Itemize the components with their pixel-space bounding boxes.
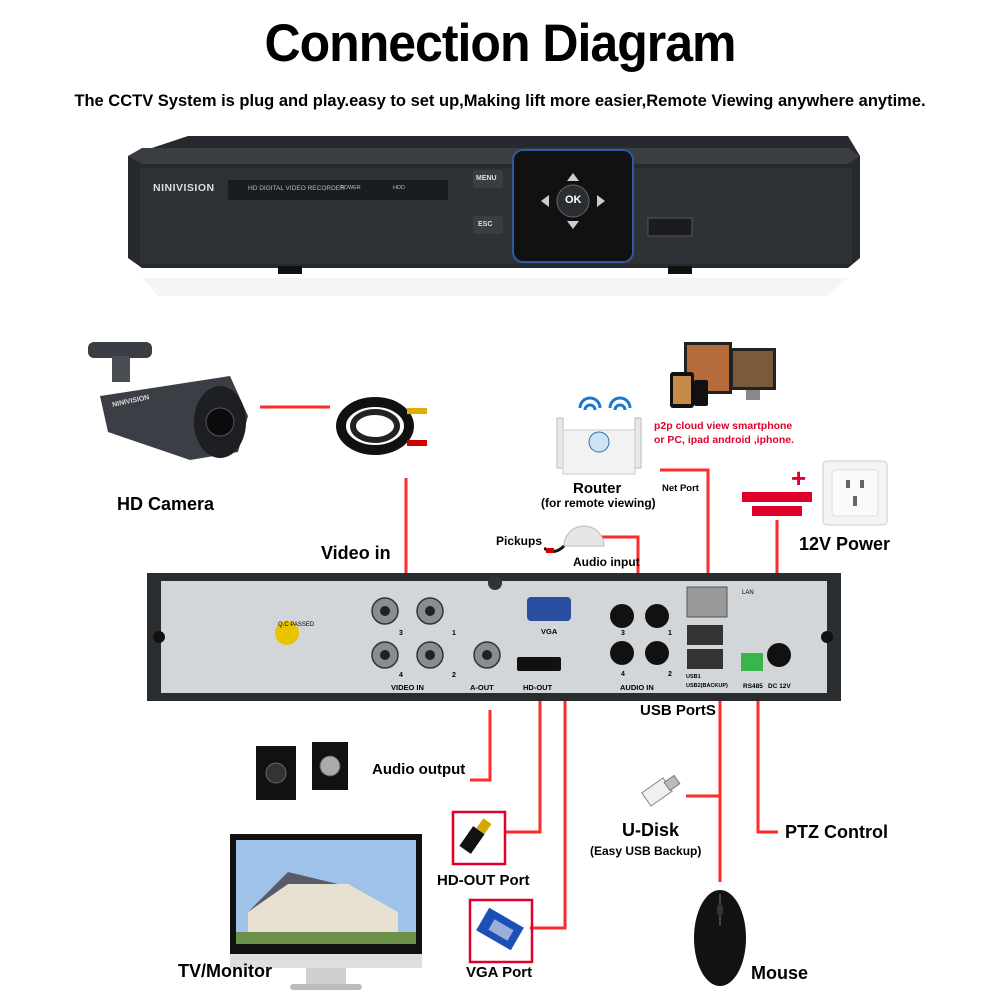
mouse-image xyxy=(694,890,746,986)
bnc-number-1: 1 xyxy=(452,630,456,637)
bnc-cable-image xyxy=(336,397,427,455)
dvr-esc-button[interactable]: ESC xyxy=(478,221,493,228)
dc-power-port-label: DC 12V xyxy=(768,683,791,690)
qc-passed-sticker: Q.C PASSED xyxy=(278,622,315,628)
dvr-ok-button[interactable]: OK xyxy=(565,194,582,206)
audio-output-label: Audio output xyxy=(372,761,466,778)
usb2-port-label: USB2(BACKUP) xyxy=(686,683,728,689)
dvr-model-label: HD DIGITAL VIDEO RECORDER xyxy=(248,185,345,192)
rs485-port-label: RS485 xyxy=(743,683,763,690)
mouse-label: Mouse xyxy=(751,963,809,983)
dvr-brand-logo: NINIVISION xyxy=(153,182,215,194)
p2p-note-line2: or PC, ipad android ,iphone. xyxy=(654,434,795,446)
ptz-control-label: PTZ Control xyxy=(785,822,888,842)
camera-label: HD Camera xyxy=(117,494,215,514)
page-subtitle: The CCTV System is plug and play.easy to… xyxy=(74,92,926,110)
rear-video-in-label: VIDEO IN xyxy=(391,683,424,692)
audio-number-1: 1 xyxy=(668,630,672,637)
dvr-front-image xyxy=(128,136,860,296)
router-image xyxy=(556,396,642,475)
dvr-hdd-indicator: HDD xyxy=(393,185,405,191)
video-in-label: Video in xyxy=(321,543,391,563)
bnc-number-3: 3 xyxy=(399,630,403,637)
audio-number-3: 3 xyxy=(621,630,625,637)
usb1-port-label: USB1 xyxy=(686,674,701,680)
hdmi-cable-image xyxy=(459,818,492,854)
vga-port-label: VGA xyxy=(541,627,558,636)
hdout-port-label: HD-OUT xyxy=(523,683,553,692)
lan-port-label: LAN xyxy=(742,590,754,596)
audio-number-4: 4 xyxy=(621,671,625,678)
hd-camera-image xyxy=(88,342,248,460)
vga-cable-image xyxy=(476,907,524,951)
power-label: 12V Power xyxy=(799,534,891,554)
udisk-image xyxy=(641,774,681,807)
vga-port-caption: VGA Port xyxy=(466,964,533,981)
rear-audio-in-label: AUDIO IN xyxy=(620,683,654,692)
audio-input-label: Audio input xyxy=(573,555,640,569)
usb-ports-label: USB PortS xyxy=(640,702,716,719)
dvr-menu-button[interactable]: MENU xyxy=(476,175,497,182)
router-label: Router xyxy=(573,480,622,497)
bnc-number-4: 4 xyxy=(399,672,403,679)
tv-monitor-label: TV/Monitor xyxy=(178,961,272,981)
pickups-label: Pickups xyxy=(496,534,543,548)
udisk-sublabel: (Easy USB Backup) xyxy=(590,844,702,858)
net-port-label: Net Port xyxy=(662,483,699,494)
dvr-power-indicator: POWER xyxy=(340,185,361,191)
hdout-port-caption: HD-OUT Port xyxy=(437,872,530,889)
tv-monitor-image xyxy=(230,834,422,990)
bnc-number-2: 2 xyxy=(452,672,456,679)
page-title: Connection Diagram xyxy=(264,13,737,73)
devices-image xyxy=(670,342,776,408)
speakers-image xyxy=(256,742,348,800)
pickup-microphone-image xyxy=(544,525,605,553)
p2p-note-line1: p2p cloud view smartphone xyxy=(654,420,793,432)
udisk-label: U-Disk xyxy=(622,820,680,840)
dvr-rear-panel xyxy=(147,573,841,701)
power-outlet-image xyxy=(822,460,888,526)
aout-port-label: A-OUT xyxy=(470,683,494,692)
audio-number-2: 2 xyxy=(668,671,672,678)
router-sublabel: (for remote viewing) xyxy=(541,496,656,510)
power-plus-sign: + xyxy=(791,463,807,493)
